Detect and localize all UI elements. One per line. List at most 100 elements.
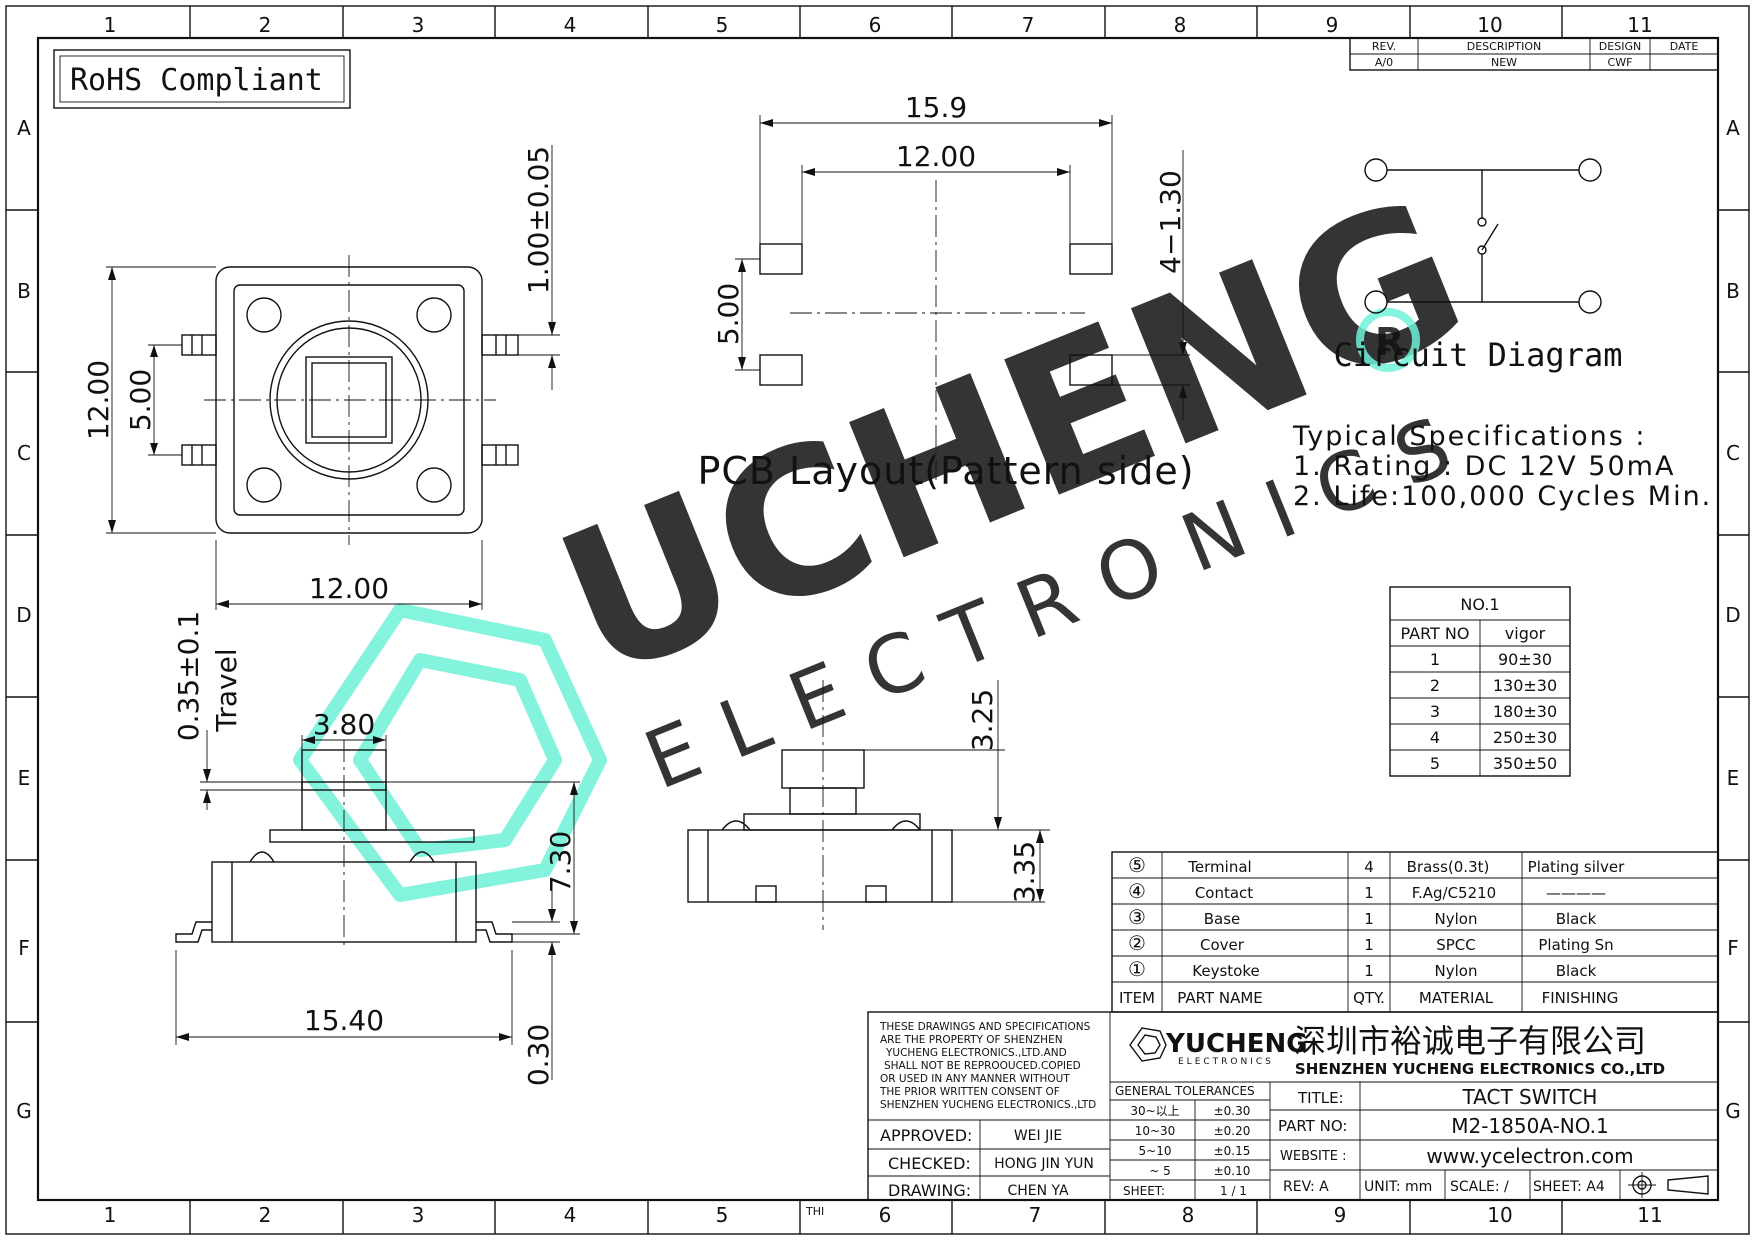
col-label-bottom: 9	[1334, 1203, 1347, 1227]
row-label-right: A	[1726, 116, 1740, 140]
bom-item: ②	[1128, 931, 1146, 955]
bom-finishing: Black	[1556, 962, 1597, 980]
dim-cap: 3.80	[313, 708, 375, 741]
row-label-right: C	[1726, 441, 1740, 465]
force-value: 180±30	[1493, 702, 1557, 721]
registered-mark-icon: R	[1356, 308, 1420, 372]
company-name-cn: 深圳市裕诚电子有限公司	[1294, 1022, 1646, 1060]
notice-line: OR USED IN ANY MANNER WITHOUT	[880, 1073, 1070, 1085]
spec-life: 2. Life:100,000 Cycles Min.	[1293, 481, 1712, 512]
row-label-left: A	[17, 116, 31, 140]
description-header: DESCRIPTION	[1467, 40, 1541, 53]
force-table-title: NO.1	[1460, 595, 1499, 614]
svg-text:R: R	[1375, 320, 1404, 364]
company-logo-icon	[1129, 1027, 1167, 1062]
col-label-top: 11	[1627, 13, 1652, 37]
col-label-bottom: 5	[716, 1203, 729, 1227]
bom-finishing: Plating Sn	[1538, 936, 1613, 954]
row-label-right: F	[1727, 936, 1739, 960]
col-label-bottom: 10	[1487, 1203, 1512, 1227]
row-label-left: F	[18, 936, 30, 960]
row-label-left: B	[17, 279, 31, 303]
specs-title: Typical Specifications :	[1292, 421, 1646, 452]
bom-header-item: ITEM	[1119, 989, 1155, 1007]
bom-finishing: Black	[1556, 910, 1597, 928]
typical-specifications: Typical Specifications : 1. Rating : DC …	[1292, 421, 1712, 512]
col-label-top: 8	[1174, 13, 1187, 37]
part-no-label: PART NO:	[1278, 1117, 1347, 1135]
checked-name: HONG JIN YUN	[994, 1156, 1094, 1172]
notice-line: THESE DRAWINGS AND SPECIFICATIONS	[879, 1021, 1091, 1033]
notice-line: ARE THE PROPERTY OF SHENZHEN	[880, 1034, 1063, 1046]
part-no-value: M2-1850A-NO.1	[1451, 1114, 1609, 1138]
circuit-diagram: Circuit Diagram	[1334, 158, 1623, 374]
col-label-top: 5	[716, 13, 729, 37]
dim-overall: 15.9	[905, 91, 967, 124]
row-label-right: G	[1725, 1099, 1741, 1123]
bom-material: Nylon	[1435, 910, 1478, 928]
checked-label: CHECKED:	[888, 1154, 971, 1173]
logo-text: YUCHENG	[1165, 1029, 1308, 1059]
dim-height: 7.30	[544, 831, 577, 893]
bom-part-name: Terminal	[1187, 858, 1251, 876]
circuit-title: Circuit Diagram	[1334, 336, 1623, 374]
dim-travel: 0.35±0.1	[172, 611, 205, 741]
dim-holes: 4−1.30	[1154, 170, 1187, 274]
website-value: www.ycelectron.com	[1426, 1144, 1633, 1168]
logo-sub: ELECTRONICS	[1178, 1057, 1274, 1067]
dim-pitch: 5.00	[124, 369, 157, 431]
rev-value: A/0	[1375, 56, 1393, 69]
row-label-left: C	[17, 441, 31, 465]
bom-qty: 4	[1364, 858, 1374, 876]
col-label-top: 1	[104, 13, 117, 37]
bom-item: ①	[1128, 957, 1146, 981]
rohs-label: RoHS Compliant	[70, 63, 323, 98]
notice-line: YUCHENG ELECTRONICS.,LTD.AND	[885, 1047, 1067, 1059]
bom-material: Nylon	[1435, 962, 1478, 980]
scale-label: SCALE: /	[1450, 1179, 1509, 1195]
col-label-bottom: 1	[104, 1203, 117, 1227]
title-block: THESE DRAWINGS AND SPECIFICATIONS ARE TH…	[867, 1011, 1719, 1201]
row-label-left: G	[16, 1099, 32, 1123]
front-view: 3.25 3.35	[687, 680, 1050, 930]
revision-block: REV. DESCRIPTION DESIGN DATE A/0 NEW CWF	[1349, 37, 1719, 71]
force-value: 130±30	[1493, 676, 1557, 695]
projection-symbol-icon	[1628, 1172, 1709, 1198]
col-label-bottom: 3	[412, 1203, 425, 1227]
bom-qty: 1	[1364, 910, 1374, 928]
tolerance-value: ±0.15	[1214, 1144, 1251, 1158]
tolerance-title: GENERAL TOLERANCES	[1115, 1084, 1255, 1098]
sheet-size-label: SHEET: A4	[1533, 1179, 1605, 1195]
tolerance-value: ±0.10	[1214, 1164, 1251, 1178]
dim-span: 15.40	[304, 1004, 384, 1037]
col-label-bottom: 7	[1029, 1203, 1042, 1227]
bom-header-finishing: FINISHING	[1542, 989, 1619, 1007]
pcb-layout: 15.9 12.00 5.00 4−1.30 PCB Layout(Patter…	[697, 91, 1193, 493]
bom-finishing: ————	[1546, 884, 1606, 902]
dim-stem: 3.25	[966, 689, 999, 751]
design-value: CWF	[1608, 56, 1633, 69]
tolerance-range: 10~30	[1135, 1124, 1176, 1138]
sheet-label: SHEET:	[1123, 1184, 1165, 1198]
drawing-name: CHEN YA	[1007, 1183, 1069, 1199]
bom-material: F.Ag/C5210	[1412, 884, 1496, 902]
rev-label: REV: A	[1283, 1179, 1329, 1195]
drawing-label: DRAWING:	[888, 1181, 971, 1200]
website-label: WEBSITE :	[1280, 1149, 1347, 1164]
bom-qty: 1	[1364, 884, 1374, 902]
watermark: UCHENG ELECTRONICS R	[293, 155, 1494, 902]
bom-part-name: Cover	[1200, 936, 1245, 954]
bom-item: ④	[1128, 879, 1146, 903]
vigor-header: vigor	[1505, 624, 1546, 643]
notice-line: SHALL NOT BE REPROOUCED.COPIED	[884, 1060, 1081, 1072]
bom-qty: 1	[1364, 936, 1374, 954]
rev-header: REV.	[1372, 40, 1396, 53]
bottom-mark: THI	[805, 1205, 824, 1218]
watermark-logo-icon	[293, 603, 607, 902]
dim-pitch: 5.00	[712, 283, 745, 345]
col-label-top: 10	[1477, 13, 1502, 37]
sheet-value: 1 / 1	[1220, 1184, 1247, 1198]
tolerance-value: ±0.20	[1214, 1124, 1251, 1138]
bom-part-name: Contact	[1195, 884, 1253, 902]
bom-header-material: MATERIAL	[1419, 989, 1494, 1007]
